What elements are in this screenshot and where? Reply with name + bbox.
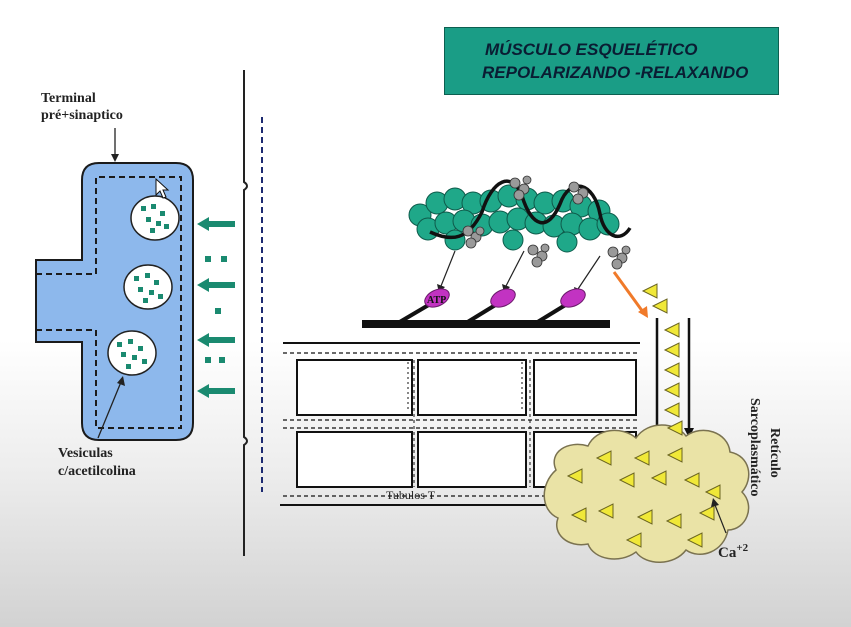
- terminal-label-line-2: pré+sinaptico: [41, 108, 123, 123]
- calcium-ions-stored: [566, 447, 721, 548]
- troponin-complex: [568, 181, 589, 205]
- title-line-1: MÚSCULO ESQUELÉTICO: [485, 40, 698, 59]
- left-arrow-icon: [197, 278, 235, 292]
- vesicle: [123, 264, 173, 310]
- calcium-symbol: Ca: [718, 545, 737, 561]
- troponin-complex: [607, 245, 631, 270]
- postsynaptic-membrane: [243, 70, 248, 556]
- vesicles-label-line-1: Vesiculas: [58, 446, 113, 461]
- vesicle-pointer: [97, 381, 122, 439]
- calcium-charge: +2: [736, 542, 749, 554]
- myosin-thick-filament: [362, 320, 610, 328]
- release-arrow-head: [638, 306, 648, 318]
- vesicle: [107, 330, 157, 376]
- troponin-complex: [527, 243, 550, 268]
- t-tubules-label: Tubulos T: [386, 488, 436, 502]
- calcium-pointer: [714, 504, 727, 534]
- calcium-ions-released: [641, 283, 683, 436]
- cursor-arrow-icon: [155, 177, 170, 199]
- calcium-channel-arrowhead: [684, 428, 694, 438]
- left-arrow-icon: [197, 384, 235, 398]
- left-arrow-icon: [197, 333, 235, 347]
- vesicle: [130, 195, 180, 241]
- reticulum-label-line-2: Sarcoplasmático: [747, 398, 762, 497]
- acetylcholine-molecules: [205, 256, 227, 363]
- myosin-head: [534, 288, 586, 325]
- vesicle-pointer-head: [117, 376, 125, 386]
- terminal-label-line-1: Terminal: [41, 91, 96, 106]
- troponin-complex: [462, 225, 485, 249]
- troponin-complex: [509, 175, 532, 201]
- binding-site-arrows: [440, 250, 601, 290]
- release-arrow: [612, 271, 645, 313]
- sarcoplasmic-reticulum: [543, 424, 750, 563]
- atp-label: ATP: [427, 295, 446, 306]
- calcium-label: Ca+2: [718, 539, 748, 562]
- reticulum-label-line-1: Retículo: [767, 428, 782, 478]
- left-arrow-icon: [197, 217, 235, 231]
- tropomyosin: [429, 179, 632, 240]
- vesicles-label-line-2: c/acetilcolina: [58, 464, 136, 479]
- title-line-2: REPOLARIZANDO -RELAXANDO: [482, 63, 749, 82]
- myosin-head: [396, 288, 450, 325]
- myosin-head: [464, 288, 516, 325]
- calcium-pointer-head: [711, 498, 719, 507]
- terminal-pointer-head: [111, 154, 119, 162]
- title-box: MÚSCULO ESQUELÉTICO REPOLARIZANDO -RELAX…: [444, 27, 779, 95]
